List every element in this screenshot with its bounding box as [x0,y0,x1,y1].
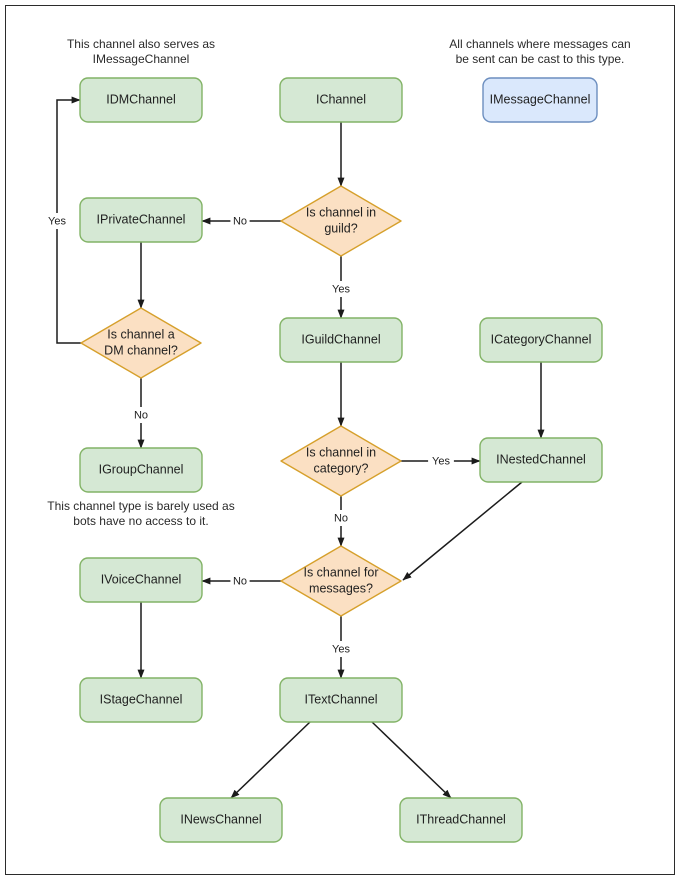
node-label-imessage: IMessageChannel [490,92,591,106]
node-ivoice[interactable]: IVoiceChannel [79,557,203,603]
node-label-msgq: messages? [309,581,373,595]
node-icategory[interactable]: ICategoryChannel [479,317,603,363]
edge-dmq-to-igroup: No [131,378,151,449]
node-shape [479,437,603,483]
edge-label-background [131,407,151,423]
node-iguild[interactable]: IGuildChannel [279,317,403,363]
node-idm[interactable]: IDMChannel [79,77,203,123]
node-label-guildq: Is channel in [306,205,376,219]
node-shape [279,677,403,723]
edge-label-no: No [233,215,247,227]
decision-shape [280,425,402,497]
node-label-igroup: IGroupChannel [99,462,184,476]
node-label-dmq: Is channel a [107,327,174,341]
node-shape [79,447,203,493]
node-shape [482,77,598,123]
edge-path [371,721,452,799]
node-label-ithread: IThreadChannel [416,812,506,826]
node-label-idm: IDMChannel [106,92,175,106]
node-label-istage: IStageChannel [100,692,183,706]
node-imessage[interactable]: IMessageChannel [482,77,598,123]
edge-catq-to-msgq: No [331,496,351,547]
edge-msgq-to-ivoice: No [201,573,281,589]
node-catq[interactable]: Is channel in category? [280,425,402,497]
edge-itext-to-inews [230,721,311,799]
note-message-line: All channels where messages can [449,37,630,51]
node-inested[interactable]: INestedChannel [479,437,603,483]
node-shape [79,557,203,603]
edge-path [230,721,311,799]
node-shape [159,797,283,843]
node-shape [279,77,403,123]
edge-dmq-to-idm: Yes [44,96,81,344]
edge-label-background [428,453,454,469]
node-label-catq: Is channel in [306,445,376,459]
edge-label-background [230,573,250,589]
edge-label-no: No [134,409,148,421]
edge-label-yes: Yes [432,455,450,467]
note-dm: This channel also serves asIMessageChann… [67,37,215,66]
node-label-ichannel: IChannel [316,92,366,106]
node-shape [79,77,203,123]
node-label-catq: category? [314,461,369,475]
edge-itext-to-ithread [371,721,452,799]
edge-guildq-to-iguild: Yes [328,256,354,319]
node-label-icategory: ICategoryChannel [491,332,592,346]
edge-inested-to-msgq [402,481,523,581]
node-dmq[interactable]: Is channel a DM channel? [80,307,202,379]
note-group-line: This channel type is barely used as [47,499,234,513]
nodes-layer: IDMChannel IChannel IMessageChannelIPrivat… [79,77,603,843]
node-shape [79,677,203,723]
decision-shape [280,545,402,617]
edge-msgq-to-itext: Yes [328,616,354,679]
edge-label-background [44,213,70,229]
node-inews[interactable]: INewsChannel [159,797,283,843]
edge-label-no: No [334,512,348,524]
node-istage[interactable]: IStageChannel [79,677,203,723]
node-igroup[interactable]: IGroupChannel [79,447,203,493]
node-msgq[interactable]: Is channel for messages? [280,545,402,617]
edge-label-background [230,213,250,229]
edge-catq-to-inested: Yes [401,453,481,469]
note-dm-line: This channel also serves as [67,37,215,51]
edge-label-background [331,510,351,526]
edge-guildq-to-iprivate: No [201,213,281,229]
node-label-msgq: Is channel for [303,565,378,579]
node-label-iprivate: IPrivateChannel [97,212,186,226]
decision-shape [280,185,402,257]
node-shape [479,317,603,363]
node-shape [399,797,523,843]
note-group: This channel type is barely used asbots … [47,499,234,528]
node-label-dmq: DM channel? [104,343,178,357]
edge-label-no: No [233,575,247,587]
node-ichannel[interactable]: IChannel [279,77,403,123]
edge-label-background [328,641,354,657]
node-guildq[interactable]: Is channel in guild? [280,185,402,257]
node-shape [279,317,403,363]
node-label-inested: INestedChannel [496,452,586,466]
edge-path [402,481,523,581]
edge-label-yes: Yes [48,215,66,227]
edge-label-background [328,281,354,297]
node-shape [79,197,203,243]
notes-layer: This channel also serves asIMessageChann… [47,37,630,528]
node-iprivate[interactable]: IPrivateChannel [79,197,203,243]
node-label-iguild: IGuildChannel [301,332,380,346]
edge-label-yes: Yes [332,643,350,655]
node-label-guildq: guild? [324,221,357,235]
decision-shape [80,307,202,379]
node-label-itext: ITextChannel [305,692,378,706]
node-itext[interactable]: ITextChannel [279,677,403,723]
node-ithread[interactable]: IThreadChannel [399,797,523,843]
node-label-ivoice: IVoiceChannel [101,572,182,586]
edge-label-yes: Yes [332,283,350,295]
node-label-inews: INewsChannel [180,812,261,826]
note-message-line: be sent can be cast to this type. [456,52,625,66]
note-group-line: bots have no access to it. [73,514,208,528]
note-dm-line: IMessageChannel [93,52,190,66]
